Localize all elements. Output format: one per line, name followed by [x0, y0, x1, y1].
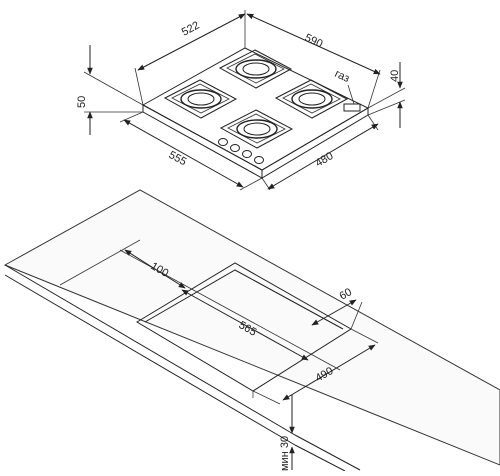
gas-inlet-icon [343, 103, 361, 112]
control-knobs [218, 138, 264, 164]
dim-60: 60 [338, 286, 355, 303]
dim-480: 480 [314, 150, 336, 170]
dim-40: 40 [389, 70, 401, 82]
dim-522: 522 [180, 19, 202, 38]
countertop-drawing: 100 565 60 490 мин 30 [3, 189, 500, 472]
dim-50: 50 [76, 96, 88, 108]
hob-side-face [261, 107, 369, 179]
burner-right [274, 79, 349, 119]
dim-min-30: мин 30 [279, 436, 291, 471]
burner-front [219, 109, 294, 149]
burner-left [163, 79, 238, 119]
knob-4-icon [254, 156, 264, 164]
hob-drawing: 522 590 газ 50 40 555 480 [76, 10, 406, 191]
dim-555: 555 [167, 149, 189, 168]
knob-1-icon [218, 138, 228, 146]
gas-label: газ [333, 68, 351, 85]
knob-3-icon [242, 150, 252, 158]
knob-2-icon [230, 144, 240, 152]
